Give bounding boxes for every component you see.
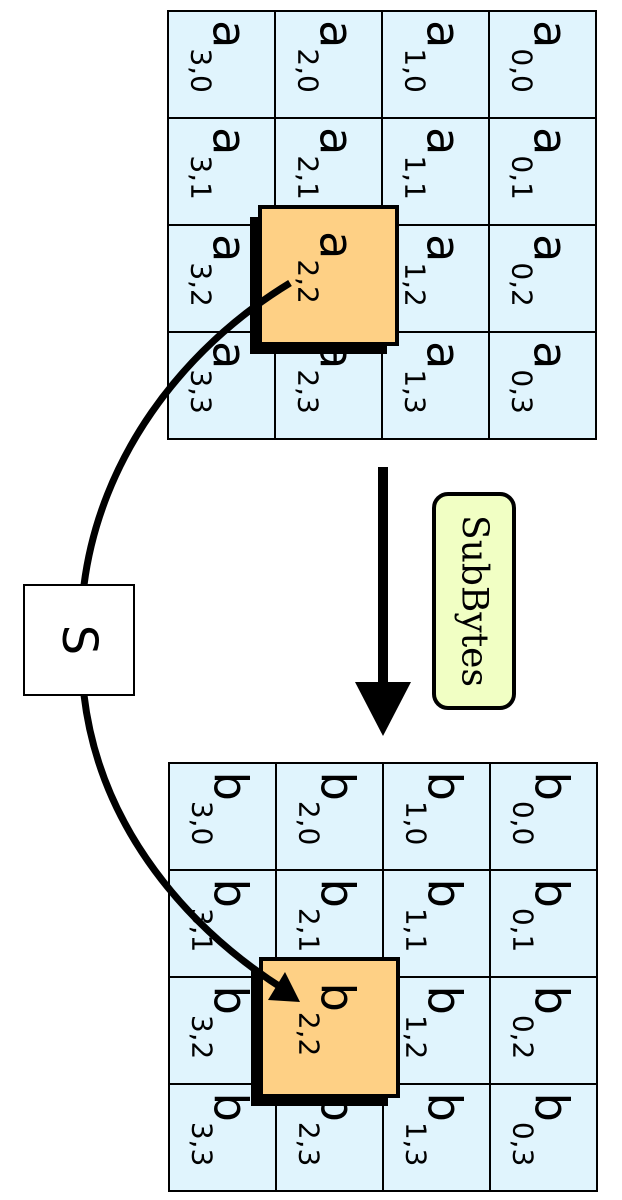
output-state-cell xyxy=(382,869,491,978)
output-state-cell-label: b0,1 xyxy=(507,879,579,953)
input-state-cell-label: a2,1 xyxy=(292,127,364,200)
input-state-cell xyxy=(488,331,597,440)
output-state-cell-label: b2,0 xyxy=(293,772,365,846)
input-state-cell-label: a3,3 xyxy=(185,341,257,414)
output-state-cell-label: b1,3 xyxy=(400,1093,472,1167)
operation-arrow-head xyxy=(355,682,411,736)
input-state-cell-label: a0,3 xyxy=(506,341,578,414)
input-state-cell xyxy=(488,224,597,333)
input-state-cell-label: a0,2 xyxy=(506,234,578,307)
output-state-cell-label: b2,1 xyxy=(293,879,365,953)
output-state-cell-label: b1,2 xyxy=(400,986,472,1060)
input-state-cell xyxy=(488,117,597,226)
output-state-cell xyxy=(382,1083,491,1192)
input-state-highlight-label: a2,2 xyxy=(292,231,364,304)
input-state-highlight-cell xyxy=(258,205,399,346)
input-state-cell-label: a3,2 xyxy=(185,234,257,307)
output-state-cell xyxy=(489,869,598,978)
output-state-cell-label: b3,3 xyxy=(186,1093,258,1167)
input-state-cell-label: a1,2 xyxy=(399,234,471,307)
input-state-cell-label: a0,1 xyxy=(506,127,578,200)
input-state-cell xyxy=(488,10,597,119)
sbox-box xyxy=(23,584,135,696)
input-state-cell-label: a1,3 xyxy=(399,341,471,414)
input-state-cell-label: a2,0 xyxy=(292,20,364,93)
input-state-cell-label: a3,0 xyxy=(185,20,257,93)
output-state-cell-label: b1,1 xyxy=(400,879,472,953)
output-state-grid: b0,0 b0,1 b0,2 b0,3 b1,0 b1,1 b1,2 b1,3 b2,0 b2,1… xyxy=(168,762,598,1192)
output-state-cell-label: b3,1 xyxy=(186,879,258,953)
output-state-cell-label: b0,0 xyxy=(507,772,579,846)
output-state-cell xyxy=(489,1083,598,1192)
input-state-cell xyxy=(167,117,276,226)
operation-label-box xyxy=(432,492,516,710)
output-state-cell-label: b3,2 xyxy=(186,986,258,1060)
operation-label: SubBytes xyxy=(454,515,495,687)
output-state-highlight-label: b2,2 xyxy=(293,983,365,1057)
output-state-cell-label: b1,0 xyxy=(400,772,472,846)
output-state-cell xyxy=(489,976,598,1085)
input-state-cell-label: a3,1 xyxy=(185,127,257,200)
input-state-grid: a0,0 a0,1 a0,2 a0,3 a1,0 a1,1 a1,2 a1,3 a2,0 a2,1… xyxy=(167,10,597,440)
output-state-cell xyxy=(168,869,277,978)
output-state-cell-label: b0,2 xyxy=(507,986,579,1060)
sbox-input-arc xyxy=(80,280,292,586)
input-state-cell-label: a1,0 xyxy=(399,20,471,93)
sbox-output-arrowhead xyxy=(268,972,300,1002)
input-state-cell-label: a1,1 xyxy=(399,127,471,200)
input-state-cell-label: a0,0 xyxy=(506,20,578,93)
output-state-cell-label: b3,0 xyxy=(186,772,258,846)
output-state-cell xyxy=(168,762,277,871)
output-state-cell-label: b0,3 xyxy=(507,1093,579,1167)
sbox-label: S xyxy=(51,625,107,655)
sbox-output-arc xyxy=(80,694,287,993)
